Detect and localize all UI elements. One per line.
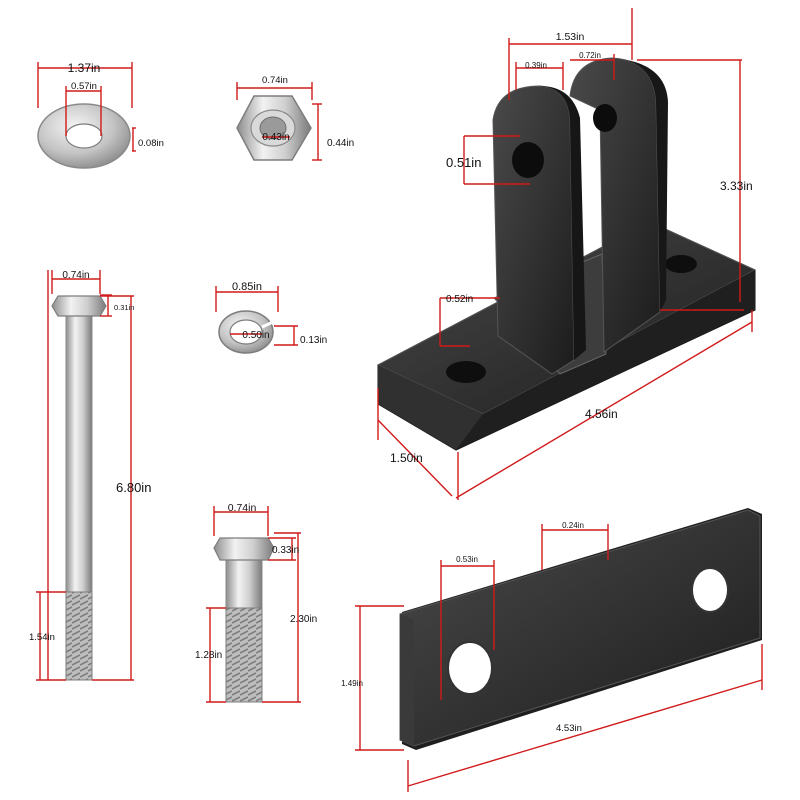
plate-length-label: 4.53in bbox=[556, 723, 582, 734]
long-bolt-length-label: 6.80in bbox=[116, 480, 151, 495]
bracket-base-hole-label: 0.52in bbox=[446, 294, 473, 305]
short-bolt-thread-label: 1.28in bbox=[195, 650, 222, 661]
lock-washer-dimension-lines bbox=[215, 286, 298, 346]
washer-dimension-lines bbox=[37, 62, 136, 152]
bracket-gap-label: 0.39in bbox=[525, 61, 547, 70]
long-bolt-dimension-lines bbox=[36, 270, 134, 681]
bracket-tab-thickness-label: 0.72in bbox=[579, 51, 601, 60]
bracket-base-hole bbox=[446, 361, 486, 383]
short-bolt-shank bbox=[225, 557, 263, 609]
bracket-dimension-lines bbox=[377, 8, 753, 500]
nut-height-label: 0.44in bbox=[327, 138, 354, 149]
bracket-height-label: 3.33in bbox=[720, 179, 753, 193]
long-bolt: 0.74in 0.31in 6.80in 1.54in bbox=[29, 270, 151, 681]
flat-plate: 0.53in 0.24in 1.49in 4.53in bbox=[341, 508, 763, 792]
bracket-tab-span-label: 1.53in bbox=[556, 31, 585, 43]
lock-washer: 0.85in 0.50in 0.13in bbox=[215, 281, 327, 354]
flat-washer: 1.37in 0.57in 0.08in bbox=[37, 61, 164, 169]
lock-washer-thickness-label: 0.13in bbox=[300, 335, 327, 346]
long-bolt-head-width-label: 0.74in bbox=[62, 270, 89, 281]
bracket-base-length-label: 4.56in bbox=[585, 407, 618, 421]
plate-width-label: 1.49in bbox=[341, 679, 363, 688]
short-bolt: 0.74in 0.33in 2.30in 1.28in bbox=[195, 502, 317, 703]
long-bolt-thread bbox=[65, 591, 93, 681]
washer-hole bbox=[65, 123, 103, 149]
plate-hole-left bbox=[447, 641, 493, 695]
nut-hole-label: 0.43in bbox=[262, 132, 289, 143]
washer-outer-label: 1.37in bbox=[68, 61, 101, 75]
short-bolt-thread bbox=[225, 607, 263, 703]
short-bolt-head-width-label: 0.74in bbox=[228, 502, 257, 514]
plate-hole-label: 0.53in bbox=[456, 555, 478, 564]
bracket-pin-hole-label: 0.51in bbox=[446, 155, 481, 170]
long-bolt-head-height-label: 0.31in bbox=[114, 303, 134, 312]
nut-width-label: 0.74in bbox=[262, 75, 288, 86]
short-bolt-length-label: 2.30in bbox=[290, 614, 317, 625]
washer-inner-label: 0.57in bbox=[71, 81, 97, 92]
long-bolt-shank bbox=[65, 315, 93, 593]
lock-washer-outer-label: 0.85in bbox=[232, 281, 262, 293]
bracket-pin-hole bbox=[512, 142, 544, 178]
plate-face bbox=[399, 509, 761, 747]
plate-hole-right bbox=[691, 567, 729, 613]
lock-nut: 0.74in 0.43in 0.44in bbox=[236, 75, 354, 161]
long-bolt-thread-label: 1.54in bbox=[29, 632, 55, 643]
short-bolt-head-height-label: 0.33in bbox=[272, 545, 299, 556]
clevis-bracket: 1.53in 0.39in 0.72in 0.51in 3.33in 0.52i… bbox=[376, 8, 757, 500]
lock-washer-inner-label: 0.50in bbox=[242, 330, 269, 341]
plate-dimension-lines bbox=[355, 524, 763, 792]
bracket-base-width-label: 1.50in bbox=[390, 451, 423, 465]
plate-hole-offset-label: 0.24in bbox=[562, 521, 584, 530]
short-bolt-dimension-lines bbox=[206, 506, 301, 703]
short-bolt-head bbox=[213, 537, 275, 561]
nut-dimension-lines bbox=[236, 82, 322, 161]
long-bolt-head bbox=[51, 295, 107, 317]
bracket-left-tab bbox=[492, 85, 575, 375]
washer-thickness-label: 0.08in bbox=[138, 138, 164, 149]
